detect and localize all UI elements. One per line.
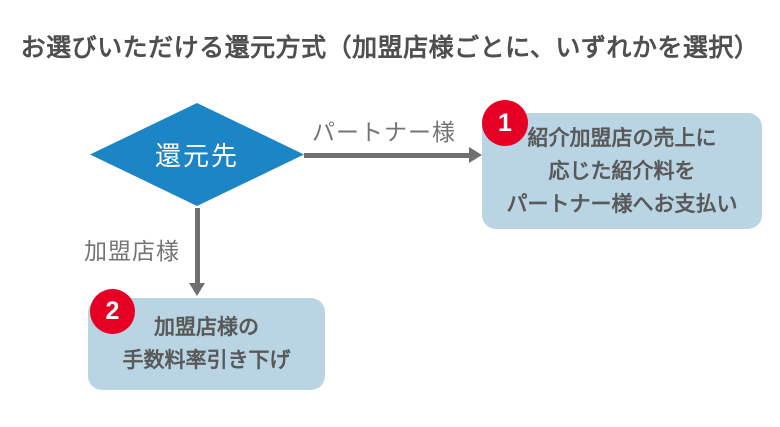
arrow-down-line — [195, 208, 200, 284]
arrow-right-line — [304, 153, 470, 158]
arrow-label-merchant: 加盟店様 — [84, 238, 180, 264]
result-box-merchant-line: 加盟店様の — [154, 316, 259, 339]
result-box-partner-line: 紹介加盟店の売上に — [527, 126, 717, 150]
decision-label: 還元先 — [154, 141, 239, 171]
decision-diamond: 還元先 — [90, 103, 304, 206]
result-box-merchant-line: 手数料率引き下げ — [122, 349, 291, 372]
result-box-partner-line: パートナー様へお支払い — [506, 192, 738, 216]
arrow-right-head-icon — [469, 147, 482, 163]
result-box-partner-line: 応じた紹介料を — [548, 159, 696, 183]
badge-2: 2 — [90, 289, 135, 334]
arrow-down-head-icon — [189, 283, 205, 296]
badge-1: 1 — [482, 100, 528, 146]
diagram-title: お選びいただける還元方式（加盟店様ごとに、いずれかを選択） — [20, 34, 760, 62]
arrow-label-partner: パートナー様 — [312, 119, 456, 145]
result-box-partner: 紹介加盟店の売上に 応じた紹介料を パートナー様へお支払い — [482, 113, 762, 229]
result-box-merchant: 加盟店様の 手数料率引き下げ — [88, 298, 325, 390]
